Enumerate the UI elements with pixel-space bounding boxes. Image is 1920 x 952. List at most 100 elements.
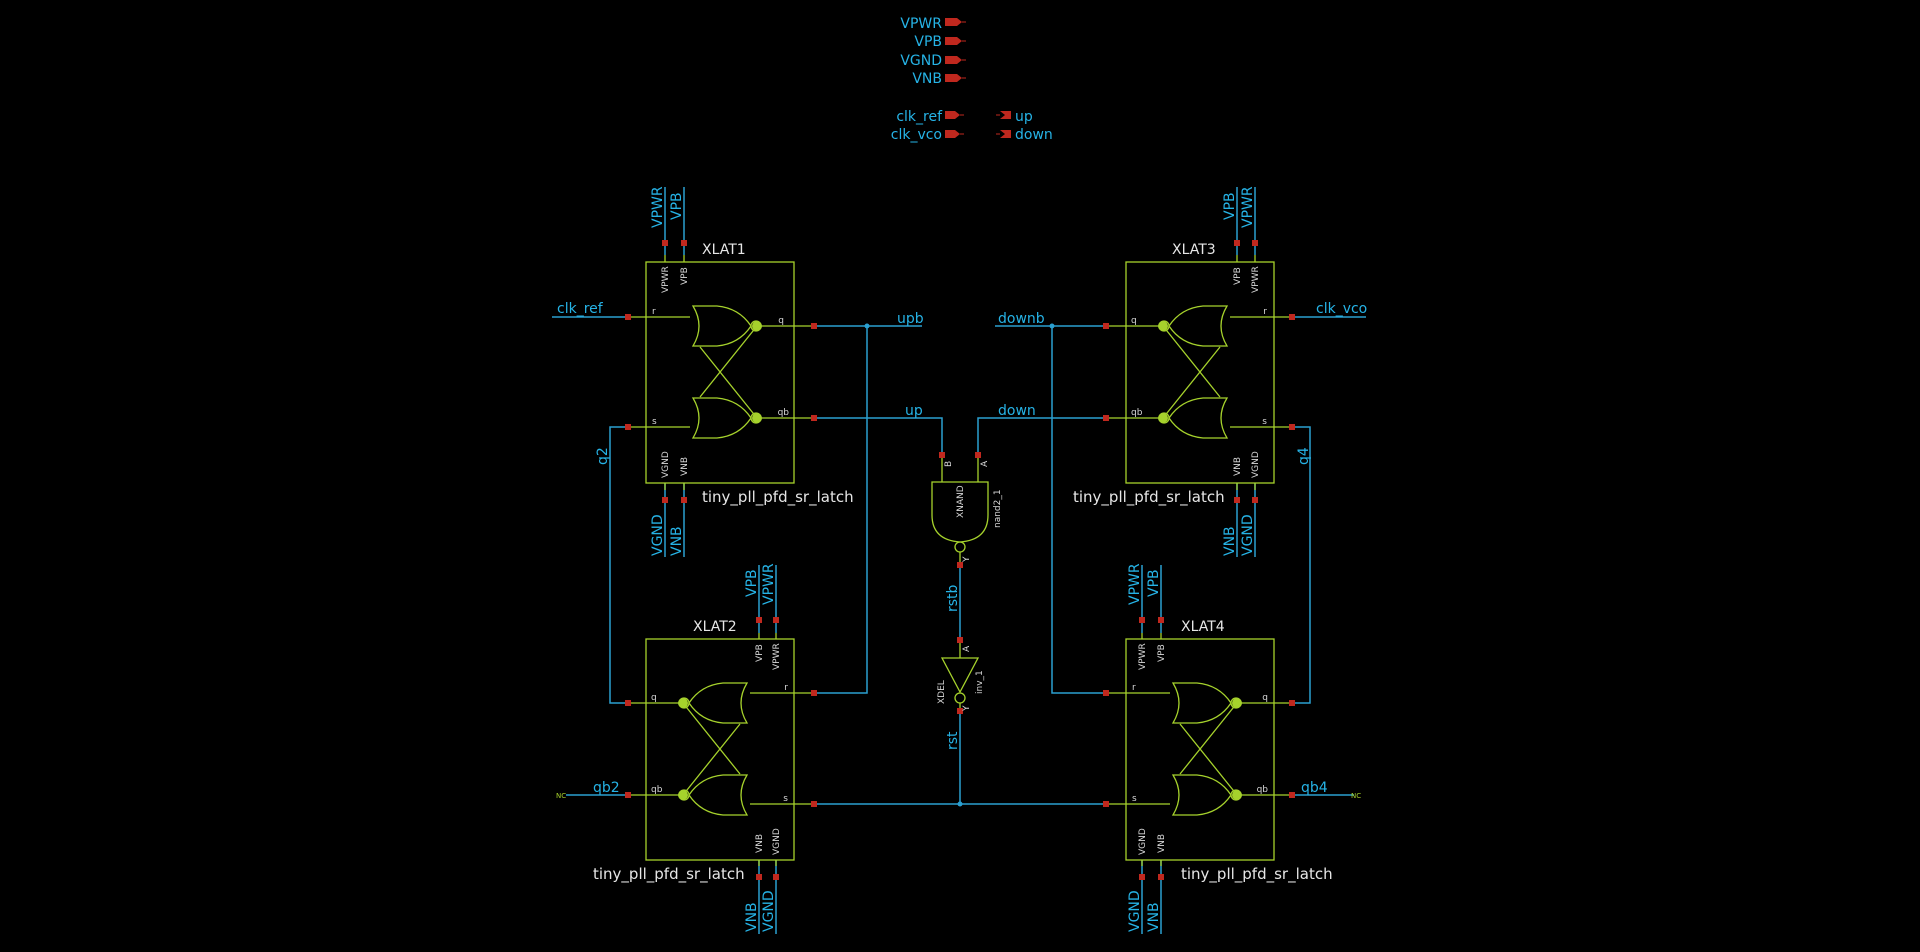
wire-rst[interactable] — [814, 710, 1106, 805]
instance-name-xlat1: XLAT1 — [702, 242, 746, 258]
net-label-upb: upb — [897, 311, 924, 327]
svg-text:VGND: VGND — [1138, 828, 1148, 855]
svg-text:B: B — [944, 461, 954, 467]
svg-text:qb: qb — [1131, 408, 1143, 418]
wire-q4[interactable] — [1292, 426, 1311, 704]
instance-xdel[interactable]: A Y XDEL inv_1 — [937, 637, 985, 714]
port-clk-vco-label: clk_vco — [891, 127, 942, 143]
wires — [552, 187, 1366, 934]
cell-name-xlat1: tiny_pll_pfd_sr_latch — [702, 488, 854, 507]
instance-xlat4[interactable]: XLAT4 tiny_pll_pfd_sr_latch r s q qb VPW… — [1103, 617, 1333, 884]
svg-text:qb: qb — [778, 408, 790, 418]
wire-q2[interactable] — [609, 426, 628, 704]
instance-xlat3[interactable]: XLAT3 tiny_pll_pfd_sr_latch r s q qb VPB… — [1073, 240, 1295, 507]
net-label-up: up — [905, 403, 923, 419]
svg-text:A: A — [962, 645, 972, 652]
net-label-xlat2-vpwr: VPWR — [761, 563, 777, 605]
svg-text:Y: Y — [962, 556, 972, 563]
svg-text:VNB: VNB — [1233, 457, 1243, 476]
svg-text:VPB: VPB — [1233, 267, 1243, 285]
svg-text:A: A — [980, 460, 990, 467]
svg-text:VPWR: VPWR — [772, 643, 782, 670]
net-label-xlat3-vnb: VNB — [1222, 526, 1238, 556]
cell-name-xlat4: tiny_pll_pfd_sr_latch — [1181, 865, 1333, 884]
wire-upb[interactable] — [814, 325, 922, 694]
net-label-xlat2-vpb: VPB — [744, 569, 760, 597]
cell-name-xnand: nand2_1 — [993, 489, 1003, 528]
svg-text:q: q — [1131, 316, 1137, 326]
net-labels: clk_ref clk_vco upb downb up down q2 q4 … — [556, 186, 1367, 932]
svg-text:s: s — [783, 794, 788, 804]
svg-text:q: q — [651, 693, 657, 703]
port-list: VPWR VPB VGND VNB clk_ref clk_vco up — [891, 16, 1053, 143]
instance-xlat2[interactable]: XLAT2 tiny_pll_pfd_sr_latch r s q qb VPB… — [593, 617, 817, 884]
net-label-rstb: rstb — [945, 584, 961, 612]
svg-text:VNB: VNB — [755, 834, 765, 853]
svg-text:VGND: VGND — [1251, 451, 1261, 478]
cell-name-xlat3: tiny_pll_pfd_sr_latch — [1073, 488, 1225, 507]
instance-name-xnand: XNAND — [956, 485, 966, 518]
svg-text:VNB: VNB — [1157, 834, 1167, 853]
net-label-rst: rst — [945, 731, 961, 750]
svg-text:Y: Y — [962, 705, 972, 712]
svg-text:r: r — [784, 683, 788, 693]
svg-text:qb: qb — [651, 785, 663, 795]
nc-label-qb4: NC — [1351, 792, 1361, 800]
instance-name-xlat4: XLAT4 — [1181, 619, 1225, 635]
port-vpwr[interactable]: VPWR — [900, 16, 966, 32]
port-up[interactable]: up — [996, 109, 1033, 125]
svg-text:r: r — [1263, 307, 1267, 317]
net-label-q4: q4 — [1296, 447, 1312, 465]
port-clk-vco[interactable]: clk_vco — [891, 127, 964, 143]
net-label-xlat1-vnb: VNB — [669, 526, 685, 556]
svg-text:VPB: VPB — [680, 267, 690, 285]
cell-name-xdel: inv_1 — [975, 670, 985, 694]
port-clk-ref[interactable]: clk_ref — [896, 109, 964, 125]
svg-text:VNB: VNB — [680, 457, 690, 476]
svg-text:s: s — [1132, 794, 1137, 804]
net-label-xlat2-vnb: VNB — [744, 902, 760, 932]
port-down[interactable]: down — [996, 127, 1053, 143]
net-label-xlat1-vgnd: VGND — [650, 514, 666, 556]
net-label-qb4: qb4 — [1301, 780, 1328, 796]
svg-text:VPWR: VPWR — [661, 266, 671, 293]
port-vnb[interactable]: VNB — [912, 71, 966, 87]
port-vpb[interactable]: VPB — [914, 34, 966, 50]
net-label-xlat1-vpb: VPB — [669, 192, 685, 220]
port-down-label: down — [1015, 127, 1053, 143]
instance-xnand[interactable]: B A Y XNAND nand2_1 — [931, 452, 1003, 568]
net-label-down: down — [998, 403, 1036, 419]
svg-text:VGND: VGND — [661, 451, 671, 478]
instance-name-xlat3: XLAT3 — [1172, 242, 1216, 258]
svg-text:qb: qb — [1257, 785, 1269, 795]
port-up-label: up — [1015, 109, 1033, 125]
svg-text:q: q — [778, 316, 784, 326]
net-label-xlat4-vgnd: VGND — [1127, 890, 1143, 932]
nc-label-qb2: NC — [556, 792, 566, 800]
net-label-xlat1-vpwr: VPWR — [650, 186, 666, 228]
net-label-xlat3-vpwr: VPWR — [1240, 186, 1256, 228]
port-vnb-label: VNB — [912, 71, 942, 87]
svg-text:VPWR: VPWR — [1138, 643, 1148, 670]
port-clk-ref-label: clk_ref — [896, 109, 943, 125]
cell-name-xlat2: tiny_pll_pfd_sr_latch — [593, 865, 745, 884]
wire-downb[interactable] — [995, 325, 1106, 694]
instance-name-xlat2: XLAT2 — [693, 619, 737, 635]
port-vpb-label: VPB — [914, 34, 942, 50]
wire-down[interactable] — [977, 417, 1106, 458]
port-vgnd[interactable]: VGND — [900, 53, 966, 69]
svg-text:r: r — [1132, 683, 1136, 693]
svg-text:VPB: VPB — [755, 644, 765, 662]
svg-text:s: s — [1262, 417, 1267, 427]
net-label-xlat3-vpb: VPB — [1222, 192, 1238, 220]
net-label-q2: q2 — [595, 447, 611, 465]
net-label-xlat3-vgnd: VGND — [1240, 514, 1256, 556]
net-label-qb2: qb2 — [593, 780, 620, 796]
wire-up[interactable] — [814, 417, 943, 458]
port-vpwr-label: VPWR — [900, 16, 942, 32]
net-label-clk-ref: clk_ref — [557, 301, 604, 317]
net-label-xlat4-vpb: VPB — [1146, 569, 1162, 597]
instance-xlat1[interactable]: XLAT1 tiny_pll_pfd_sr_latch r s q qb VPW… — [625, 240, 854, 507]
net-label-xlat4-vpwr: VPWR — [1127, 563, 1143, 605]
